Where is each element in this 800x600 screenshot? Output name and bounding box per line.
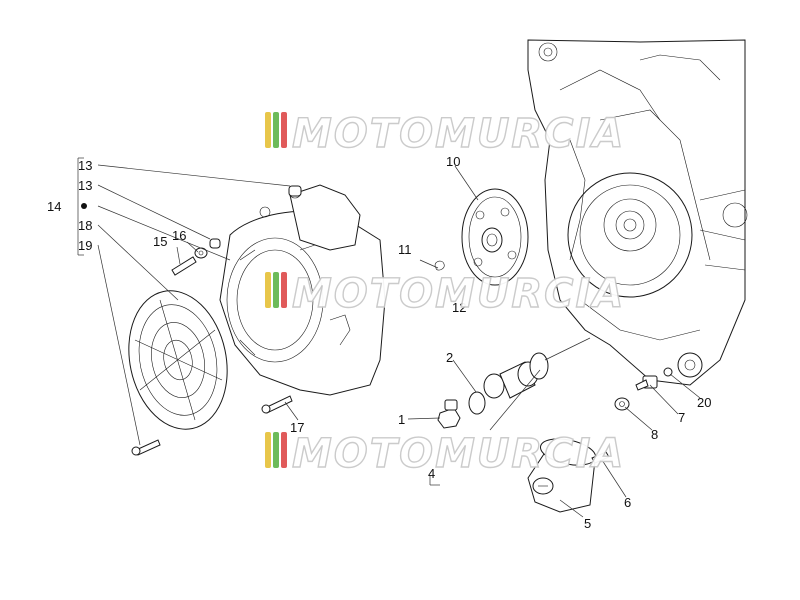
watermark-stripe-yellow <box>265 112 271 148</box>
watermark-stripe-red <box>281 432 287 468</box>
callout-11: 11 <box>398 242 412 257</box>
watermark-text: MOTOMURCIA <box>292 111 625 157</box>
watermark-text: MOTOMURCIA <box>292 431 625 477</box>
callout-15: 15 <box>153 234 167 249</box>
callout-14: 14 <box>47 199 61 214</box>
callout-5: 5 <box>584 516 591 531</box>
bush-13-top <box>288 185 302 197</box>
watermark-stripe-yellow <box>265 272 271 308</box>
callout-4: 4 <box>428 466 435 481</box>
oil-filter-5 <box>527 438 597 513</box>
screw-17 <box>261 395 293 414</box>
o-ring-2 <box>468 391 486 415</box>
watermark-bottom: MOTOMURCIA <box>265 430 625 478</box>
callout-7: 7 <box>678 410 685 425</box>
starter-gear-10 <box>461 188 529 286</box>
callout-17: 17 <box>290 420 304 435</box>
callout-8: 8 <box>651 427 658 442</box>
callout-10: 10 <box>446 154 460 169</box>
watermark-middle: MOTOMURCIA <box>265 270 625 318</box>
callout-20: 20 <box>697 395 711 410</box>
engine-crankcase <box>527 39 748 386</box>
callout-2: 2 <box>446 350 453 365</box>
callout-6: 6 <box>624 495 631 510</box>
o-ring-large <box>529 352 549 380</box>
watermark-text: MOTOMURCIA <box>292 271 625 317</box>
drain-plug-1 <box>437 399 461 429</box>
watermark-stripe-red <box>281 272 287 308</box>
callout-19: 19 <box>78 238 92 253</box>
pressure-switch-7 <box>635 367 673 391</box>
callout-13-lower: 13 <box>78 178 92 193</box>
leader-lines <box>77 157 701 518</box>
flywheel-housing <box>219 184 386 396</box>
fan-cover-grille <box>128 290 228 430</box>
callout-labels: 13 13 14 18 19 15 16 17 10 11 12 2 1 4 5… <box>47 154 711 531</box>
watermark-stripe-green <box>273 112 279 148</box>
callout-18: 18 <box>78 218 92 233</box>
stud-6 <box>591 451 610 464</box>
callout-16: 16 <box>172 228 186 243</box>
watermark-stripe-red <box>281 112 287 148</box>
callout-12: 12 <box>452 300 466 315</box>
bush-13 <box>209 238 221 249</box>
screw-19 <box>131 439 161 456</box>
watermark-stripe-green <box>273 432 279 468</box>
callout-1: 1 <box>398 412 405 427</box>
watermark-stripe-yellow <box>265 432 271 468</box>
screw-15 <box>171 256 197 276</box>
watermark-top: MOTOMURCIA <box>265 110 625 158</box>
bullet-dot-icon <box>81 203 87 209</box>
callout-13-upper: 13 <box>78 158 92 173</box>
spring-11 <box>434 260 445 271</box>
watermark-stripe-green <box>273 272 279 308</box>
